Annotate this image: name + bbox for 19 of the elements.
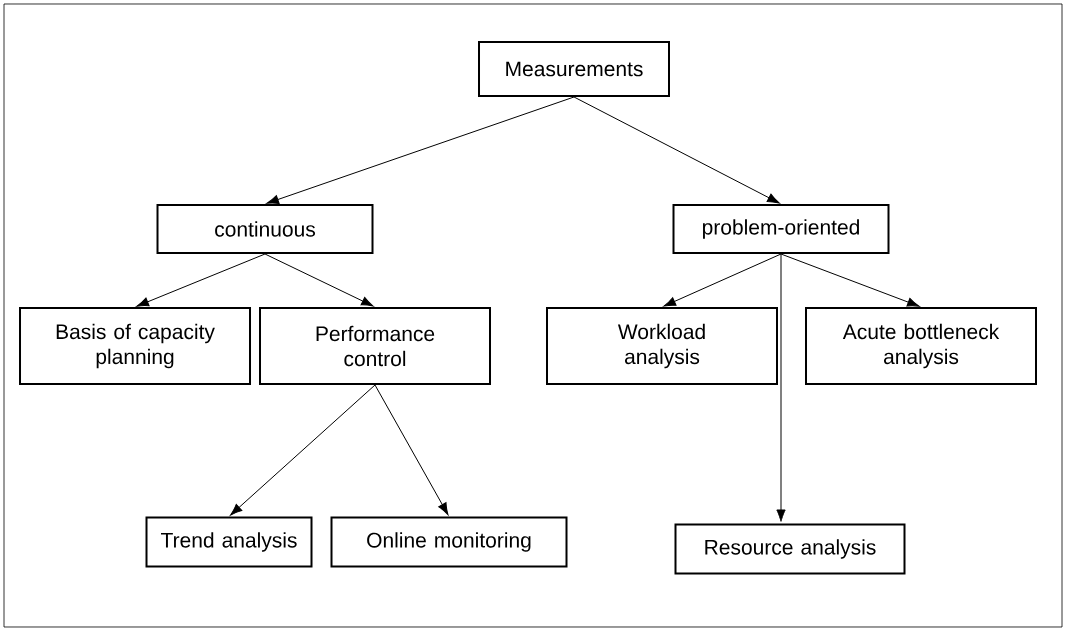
arrow [776, 253, 786, 522]
arrow [780, 253, 920, 307]
arrow [374, 384, 449, 516]
process-box: Workload analysis [546, 307, 778, 385]
process-box: problem-oriented [672, 204, 890, 254]
process-box: Acute bottleneck analysis [805, 307, 1037, 385]
process-box: Basis of capacity planning [19, 307, 251, 385]
process-box: Performance control [259, 307, 491, 385]
process-box: continuous [156, 204, 374, 254]
arrow [136, 253, 266, 307]
arrow [266, 96, 575, 204]
arrow [663, 253, 782, 307]
process-box: Measurements [478, 41, 670, 97]
arrow [230, 384, 376, 516]
arrow [264, 253, 374, 307]
process-box: Resource analysis [674, 523, 906, 575]
arrow [573, 96, 780, 204]
process-box: Trend analysis [145, 516, 313, 568]
process-box: Online monitoring [330, 516, 568, 568]
